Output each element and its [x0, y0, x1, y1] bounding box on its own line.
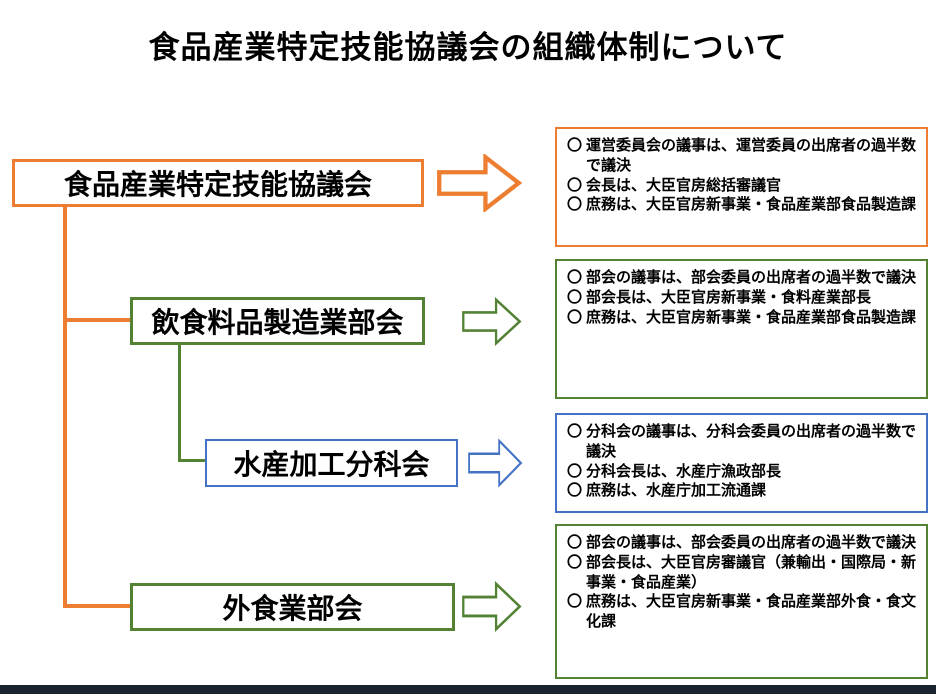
- detail-item: 〇 運営委員会の議事は、運営委員の出席者の過半数で議決: [562, 136, 918, 176]
- bullet-marker: 〇: [567, 593, 583, 611]
- detail-item: 〇 分科会長は、水産庁漁政部長: [562, 462, 918, 482]
- bullet-marker: 〇: [567, 482, 583, 500]
- detail-item: 〇 分科会の議事は、分科会委員の出席者の過半数で議決: [562, 422, 918, 462]
- detail-item: 〇 部会長は、大臣官房審議官（兼輸出・国際局・新事業・食品産業）: [562, 553, 918, 593]
- bullet-marker: 〇: [567, 553, 583, 571]
- right-arrow-shape: [437, 154, 522, 212]
- node-food-manufacturing-label: 飲食料品製造業部会: [151, 307, 404, 338]
- connector-branch-food-manufacturing: [63, 318, 130, 322]
- connector-seafood-trunk: [178, 343, 181, 462]
- bullet-marker: 〇: [567, 534, 583, 551]
- detail-text: 部会長は、大臣官房新事業・食料産業部長: [586, 288, 872, 306]
- detail-text: 分科会長は、水産庁漁政部長: [586, 462, 782, 480]
- bottom-bar: [0, 685, 936, 694]
- detail-text: 部会の議事は、部会委員の出席者の過半数で議決: [586, 269, 917, 286]
- detail-text: 庶務は、大臣官房新事業・食品産業部外食・食文化課: [586, 593, 917, 631]
- node-seafood-processing-label: 水産加工分科会: [233, 449, 430, 480]
- node-council-label: 食品産業特定技能協議会: [63, 169, 372, 200]
- bullet-marker: 〇: [567, 137, 583, 154]
- page-title: 食品産業特定技能協議会の組織体制について: [148, 30, 788, 65]
- detail-item: 〇 庶務は、大臣官房新事業・食品産業部食品製造課: [562, 195, 918, 215]
- detail-item: 〇 部会長は、大臣官房新事業・食料産業部長: [562, 288, 918, 308]
- detail-food-manufacturing: 〇 部会の議事は、部会委員の出席者の過半数で議決 〇 部会長は、大臣官房新事業・…: [555, 259, 928, 399]
- detail-item: 〇 庶務は、大臣官房新事業・食品産業部外食・食文化課: [562, 592, 918, 632]
- bullet-marker: 〇: [567, 269, 583, 286]
- bullet-marker: 〇: [567, 462, 583, 480]
- detail-item: 〇 部会の議事は、部会委員の出席者の過半数で議決: [562, 533, 918, 553]
- right-arrow-shape: [468, 438, 523, 488]
- bullet-marker: 〇: [567, 176, 583, 194]
- detail-text: 分科会の議事は、分科会委員の出席者の過半数で議決: [586, 423, 917, 460]
- node-seafood-processing: 水産加工分科会: [205, 439, 458, 487]
- detail-seafood-processing: 〇 分科会の議事は、分科会委員の出席者の過半数で議決 〇 分科会長は、水産庁漁政…: [555, 413, 928, 513]
- bullet-marker: 〇: [567, 196, 583, 214]
- right-arrow-icon: [468, 438, 523, 488]
- node-restaurant-label: 外食業部会: [222, 593, 363, 624]
- right-arrow-shape: [462, 297, 522, 346]
- right-arrow-icon: [462, 297, 522, 346]
- detail-text: 運営委員会の議事は、運営委員の出席者の過半数で議決: [586, 137, 917, 174]
- node-restaurant: 外食業部会: [130, 583, 455, 631]
- detail-text: 庶務は、大臣官房新事業・食品産業部食品製造課: [586, 308, 917, 326]
- connector-branch-restaurant: [63, 604, 130, 608]
- connector-branch-seafood: [178, 459, 205, 462]
- detail-item: 〇 会長は、大臣官房総括審議官: [562, 176, 918, 196]
- bullet-marker: 〇: [567, 288, 583, 306]
- right-arrow-icon: [462, 581, 522, 632]
- right-arrow-icon: [437, 154, 522, 212]
- detail-council: 〇 運営委員会の議事は、運営委員の出席者の過半数で議決 〇 会長は、大臣官房総括…: [555, 127, 928, 247]
- right-arrow-shape: [462, 581, 522, 632]
- bullet-marker: 〇: [567, 423, 583, 440]
- detail-restaurant: 〇 部会の議事は、部会委員の出席者の過半数で議決 〇 部会長は、大臣官房審議官（…: [555, 524, 928, 679]
- detail-text: 庶務は、大臣官房新事業・食品産業部食品製造課: [586, 196, 917, 214]
- bullet-marker: 〇: [567, 308, 583, 326]
- node-council: 食品産業特定技能協議会: [12, 159, 424, 207]
- detail-item: 〇 部会の議事は、部会委員の出席者の過半数で議決: [562, 268, 918, 288]
- detail-item: 〇 庶務は、大臣官房新事業・食品産業部食品製造課: [562, 308, 918, 328]
- detail-item: 〇 庶務は、水産庁加工流通課: [562, 481, 918, 501]
- detail-text: 部会の議事は、部会委員の出席者の過半数で議決: [586, 534, 917, 551]
- detail-text: 部会長は、大臣官房審議官（兼輸出・国際局・新事業・食品産業）: [586, 553, 917, 591]
- detail-text: 庶務は、水産庁加工流通課: [586, 482, 767, 500]
- node-food-manufacturing: 飲食料品製造業部会: [130, 297, 425, 345]
- detail-text: 会長は、大臣官房総括審議官: [586, 176, 782, 194]
- connector-council-trunk: [63, 205, 67, 608]
